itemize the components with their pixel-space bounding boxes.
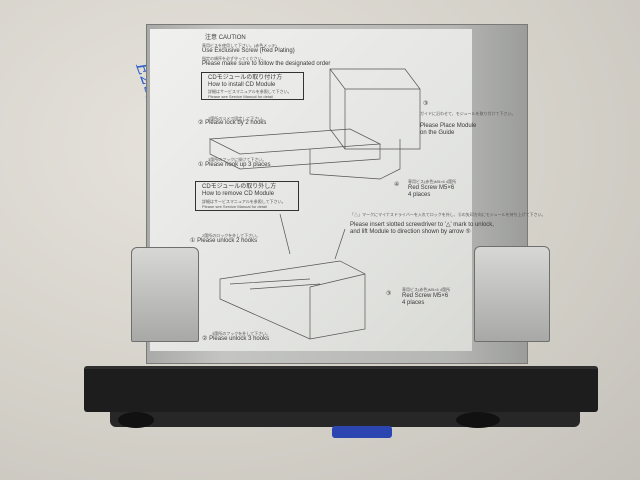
step4-places: 4 places (408, 192, 431, 198)
blue-tab (332, 426, 392, 438)
module-diagram (208, 68, 421, 340)
step1-install-jp: 3箇所のフックに掛けて下さい。 (208, 157, 267, 162)
step1-remove-jp: 2箇所のロックを外して下さい。 (202, 233, 261, 238)
step-number: ② (198, 120, 204, 126)
right-knob (456, 412, 500, 428)
instruction-label: 注意 CAUTION 専用ビスを使用して下さい。(赤色メッキ) Use Excl… (150, 29, 545, 351)
caution-jp: 注意 (205, 35, 218, 41)
step2-remove: Please unlock 3 hooks (209, 336, 270, 342)
install-note: Please see Service Manual for detail (208, 94, 273, 99)
left-mounting-bracket (131, 247, 199, 342)
step3-install-b: on the Guide (420, 130, 455, 136)
step4-remove-jp: 「△」マークにマイナスドライバーを入れてロックを外し、⑤の矢印方向にモジュールを… (350, 212, 546, 217)
exclusive-jp: 専用ビスを使用して下さい。(赤色メッキ) (202, 43, 277, 48)
step3-remove-jp: 専用ビス(赤色)M5×6 4箇所 (402, 287, 451, 292)
step3-install-jp: ガイドに沿わせて、モジュールを取り付けて下さい。 (420, 111, 516, 116)
step-number: ④ (394, 182, 400, 188)
right-mounting-bracket (474, 246, 550, 342)
front-faceplate (84, 366, 598, 412)
left-knob (118, 412, 154, 428)
step4-remove: Please insert slotted screwdriver to '△'… (350, 222, 494, 228)
install-title-jp: CDモジュールの取り付け方 (208, 75, 283, 81)
step3-install: Please Place Module (420, 123, 477, 129)
exclusive-text: Use Exclusive Screw (Red Plating) (202, 48, 295, 54)
caution-title: CAUTION (218, 35, 246, 41)
remove-title: How to remove CD Module (202, 191, 275, 197)
install-box: CDモジュールの取り付け方 How to install CD Module 詳… (201, 72, 304, 100)
step-number: ③ (386, 291, 392, 297)
install-title: How to install CD Module (208, 82, 276, 88)
order-text: Please make sure to follow the designate… (202, 61, 331, 67)
step2-install: Please lock by 2 hooks (205, 120, 267, 126)
remove-note-jp: 詳細はサービスマニュアルを参照して下さい。 (202, 199, 286, 204)
step2-install-jp: 2箇所のツメで固定して下さい。 (208, 116, 267, 121)
step3-remove: Red Screw M5×6 (402, 293, 449, 299)
step4-remove-b: and lift Module to direction shown by ar… (350, 229, 471, 235)
remove-title-jp: CDモジュールの取り外し方 (202, 184, 277, 190)
step4-screw: Red Screw M5×6 (408, 185, 455, 191)
step-number: ② (202, 336, 208, 342)
step2-remove-jp: 3箇所のフックを外して下さい。 (212, 331, 271, 336)
step1-remove: Please unlock 2 hooks (197, 238, 258, 244)
install-note-jp: 詳細はサービスマニュアルを参照して下さい。 (208, 89, 292, 94)
remove-note: Please see Service Manual for detail (202, 204, 267, 209)
step-number: ① (190, 238, 196, 244)
remove-box: CDモジュールの取り外し方 How to remove CD Module 詳細… (195, 181, 299, 211)
order-jp: 指定の順序を必ず守ってください。 (202, 56, 266, 61)
step3-places: 4 places (402, 300, 425, 306)
step-number: ③ (423, 101, 429, 107)
step-number: ① (198, 162, 204, 168)
step1-install: Please hook up 3 places (205, 162, 271, 168)
step4-screw-jp: 専用ビス(赤色)M5×6 4箇所 (408, 179, 457, 184)
